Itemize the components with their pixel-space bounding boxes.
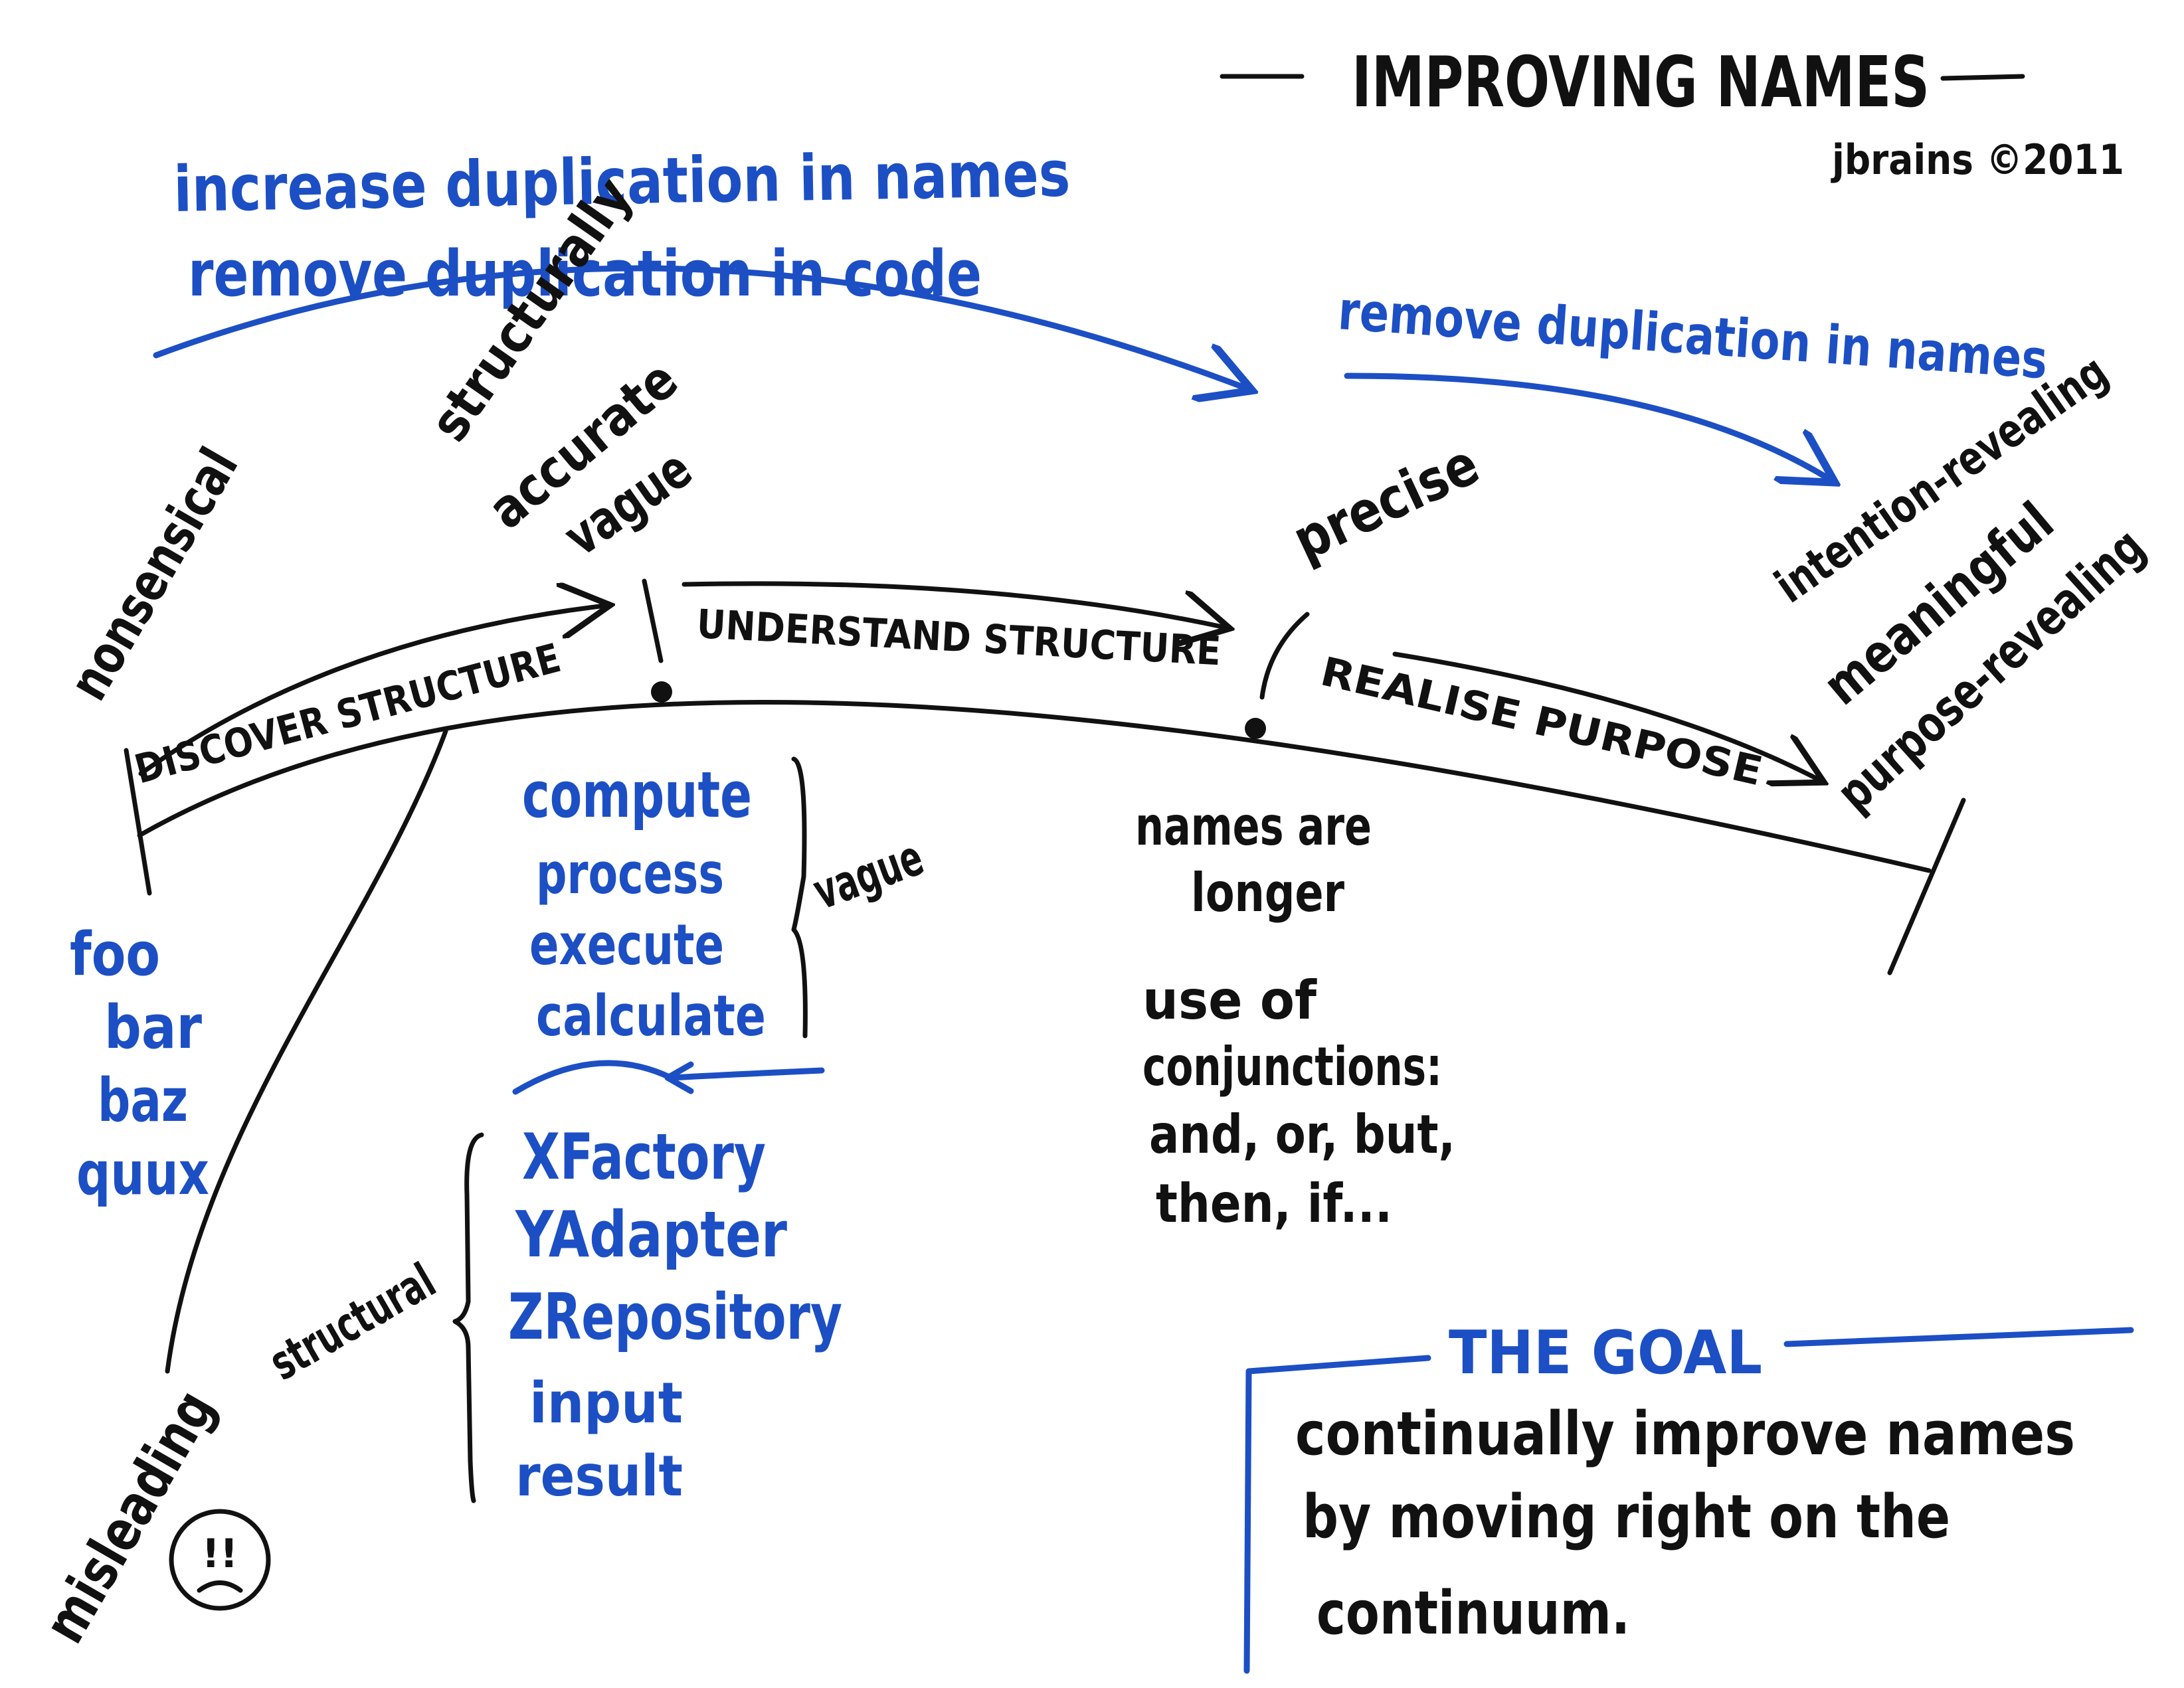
goal-line-2: by moving right on the (1303, 1482, 1950, 1552)
vague-bracket (791, 756, 808, 1039)
tick-start (124, 748, 152, 896)
example-yadapter: YAdapter (515, 1199, 787, 1272)
tick-precise (1259, 612, 1310, 700)
increase-duplication-label: increase duplication in names (173, 137, 1071, 226)
milestone-dot-structure (651, 681, 672, 703)
example-process: process (536, 841, 724, 907)
label-vague-group: vague (806, 828, 931, 921)
remove-duplication-code-label: remove duplication in code (188, 238, 982, 311)
example-quux: quux (76, 1139, 209, 1209)
structural-brace (452, 1132, 484, 1503)
goal-box-left (1243, 1355, 1431, 1674)
note-conjunctions: conjunctions: (1142, 1036, 1442, 1098)
discover-arrow (138, 606, 606, 776)
label-precise: precise (1283, 432, 1489, 574)
example-baz: baz (98, 1066, 188, 1136)
label-structural-group: structural (260, 1252, 445, 1391)
example-xfactory: XFactory (522, 1121, 766, 1194)
example-foo: foo (70, 920, 160, 989)
realise-arrow (1392, 651, 1820, 780)
note-use-of: use of (1142, 970, 1317, 1031)
sad-face-mark: !! (202, 1531, 238, 1577)
example-result: result (515, 1444, 683, 1509)
author-credit: jbrains ©2011 (1830, 135, 2124, 184)
page-title: IMPROVING NAMES (1352, 42, 1930, 123)
continuum-line (137, 699, 1932, 873)
tick-end (1887, 798, 1966, 975)
misleading-branch-line (165, 728, 448, 1374)
goal-line-1: continually improve names (1295, 1399, 2075, 1469)
note-then-if: then, if... (1156, 1173, 1392, 1234)
goal-box-top (1783, 1327, 2134, 1347)
example-calculate: calculate (536, 983, 766, 1049)
milestone-dot-purpose (1245, 718, 1266, 739)
top-arrow (153, 265, 1247, 388)
right-arrow (1344, 373, 1830, 479)
example-input: input (529, 1371, 683, 1436)
example-bar: bar (104, 993, 203, 1062)
refine-arrow (512, 1060, 825, 1095)
example-zrepository: ZRepository (508, 1281, 842, 1354)
note-names-are: names are (1135, 796, 1372, 857)
stage-discover-structure: DISCOVER STRUCTURE (130, 635, 566, 793)
note-and-or-but: and, or, but, (1149, 1104, 1455, 1165)
example-execute: execute (529, 912, 724, 978)
sad-face-icon: !! (169, 1509, 271, 1611)
label-nonsensical: nonsensical (57, 438, 250, 710)
goal-line-3: continuum. (1317, 1578, 1630, 1648)
goal-heading: THE GOAL (1449, 1318, 1762, 1388)
refine-arrowhead (664, 1061, 694, 1094)
stage-realise-purpose: REALISE PURPOSE (1317, 648, 1767, 795)
remove-duplication-names-label: remove duplication in names (1336, 280, 2050, 390)
title-dash-right (1940, 74, 2025, 81)
tick-structure (642, 578, 664, 663)
example-compute: compute (522, 759, 752, 832)
understand-arrow (682, 581, 1226, 628)
note-longer: longer (1191, 862, 1344, 924)
